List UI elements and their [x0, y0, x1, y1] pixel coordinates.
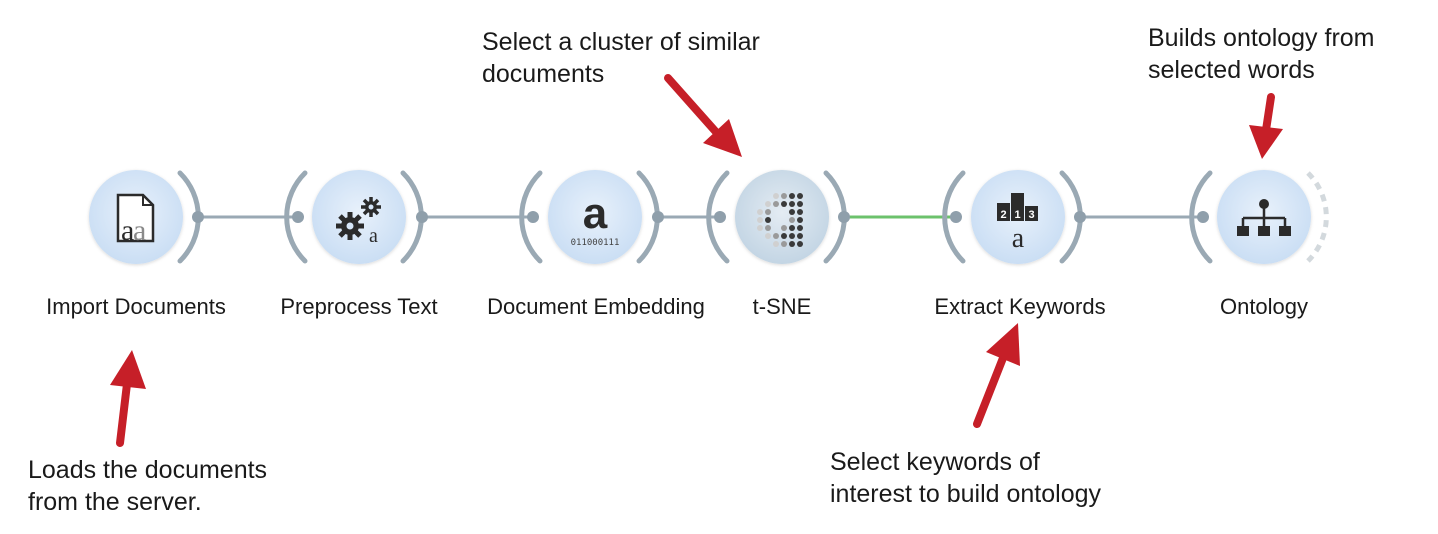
- tsne-dot: [781, 193, 787, 199]
- svg-text:a: a: [133, 214, 146, 247]
- tsne-dot: [797, 217, 803, 223]
- label-ontology: Ontology: [1219, 294, 1309, 319]
- svg-text:a: a: [583, 189, 608, 238]
- annotation-keywords: Select keywords of interest to build ont…: [830, 448, 1102, 508]
- dot-grid-icon: [757, 193, 803, 247]
- tsne-dot: [797, 201, 803, 207]
- annotation-ontology: Builds ontology from selected words: [1148, 24, 1375, 84]
- node-extract-keywords[interactable]: 2 1 3 a: [942, 170, 1086, 264]
- hierarchy-icon: [1237, 199, 1291, 236]
- tsne-dot: [765, 225, 771, 231]
- output-port[interactable]: [652, 211, 664, 223]
- podium-second: 2: [1000, 209, 1006, 221]
- tsne-dot: [797, 209, 803, 215]
- label-preprocess-text: Preprocess Text: [280, 294, 438, 319]
- label-t-sne: t-SNE: [752, 294, 812, 319]
- node-preprocess-text[interactable]: a: [284, 170, 428, 264]
- output-port[interactable]: [416, 211, 428, 223]
- tsne-dot: [781, 233, 787, 239]
- tsne-dot: [781, 201, 787, 207]
- input-port[interactable]: [1197, 211, 1209, 223]
- podium-third: 3: [1028, 209, 1034, 221]
- node-t-sne[interactable]: [706, 170, 850, 264]
- tsne-dot: [757, 217, 763, 223]
- arrow-to-tsne: [664, 74, 742, 157]
- output-port[interactable]: [192, 211, 204, 223]
- svg-text:a: a: [121, 214, 134, 247]
- binary-text: 011000111: [571, 238, 620, 248]
- svg-text:a: a: [1012, 223, 1025, 254]
- label-document-embedding: Document Embedding: [487, 294, 705, 319]
- tsne-dot: [773, 241, 779, 247]
- input-port[interactable]: [292, 211, 304, 223]
- tsne-dot: [773, 193, 779, 199]
- tsne-dot: [797, 193, 803, 199]
- tsne-dot: [781, 225, 787, 231]
- node-body[interactable]: [548, 170, 642, 264]
- tsne-dot: [765, 209, 771, 215]
- annotation-import: Loads the documents from the server.: [28, 456, 268, 516]
- input-port[interactable]: [527, 211, 539, 223]
- svg-text:a: a: [369, 225, 378, 247]
- arrow-to-import: [110, 350, 146, 447]
- input-port[interactable]: [714, 211, 726, 223]
- label-extract-keywords: Extract Keywords: [934, 294, 1106, 319]
- tsne-dot: [773, 201, 779, 207]
- tsne-dot: [789, 241, 795, 247]
- node-body[interactable]: [735, 170, 829, 264]
- output-port[interactable]: [1074, 211, 1086, 223]
- gears-a-icon: a: [336, 197, 381, 247]
- tsne-dot: [789, 217, 795, 223]
- input-arc: [1189, 170, 1213, 264]
- annotation-arrows: [110, 74, 1283, 447]
- tsne-dot: [789, 225, 795, 231]
- tsne-dot: [797, 233, 803, 239]
- tsne-dot: [789, 201, 795, 207]
- tsne-dot: [773, 233, 779, 239]
- tsne-dot: [765, 217, 771, 223]
- node-import-documents[interactable]: a a: [89, 170, 204, 264]
- tsne-dot: [765, 233, 771, 239]
- document-a-icon: a a: [116, 193, 155, 247]
- input-arc: [942, 170, 966, 264]
- tsne-dot: [781, 241, 787, 247]
- node-ontology[interactable]: [1189, 170, 1329, 264]
- tsne-dot: [789, 193, 795, 199]
- input-arc: [519, 170, 543, 264]
- podium-first: 1: [1014, 209, 1020, 221]
- tsne-dot: [789, 233, 795, 239]
- tsne-dot: [789, 209, 795, 215]
- input-arc: [284, 170, 308, 264]
- tsne-dot: [797, 225, 803, 231]
- annotation-tsne: Select a cluster of similar documents: [482, 28, 760, 88]
- input-arc: [706, 170, 730, 264]
- tsne-dot: [765, 201, 771, 207]
- arrow-to-keywords: [973, 323, 1020, 428]
- tsne-dot: [757, 225, 763, 231]
- tsne-dot: [797, 241, 803, 247]
- podium-a-icon: 2 1 3 a: [997, 193, 1038, 254]
- tsne-dot: [757, 209, 763, 215]
- output-port[interactable]: [838, 211, 850, 223]
- arrow-to-ontology: [1249, 93, 1283, 159]
- label-import-documents: Import Documents: [46, 294, 226, 319]
- a-binary-icon: a 011000111: [571, 189, 620, 248]
- input-port[interactable]: [950, 211, 962, 223]
- node-document-embedding[interactable]: a 011000111: [519, 170, 664, 264]
